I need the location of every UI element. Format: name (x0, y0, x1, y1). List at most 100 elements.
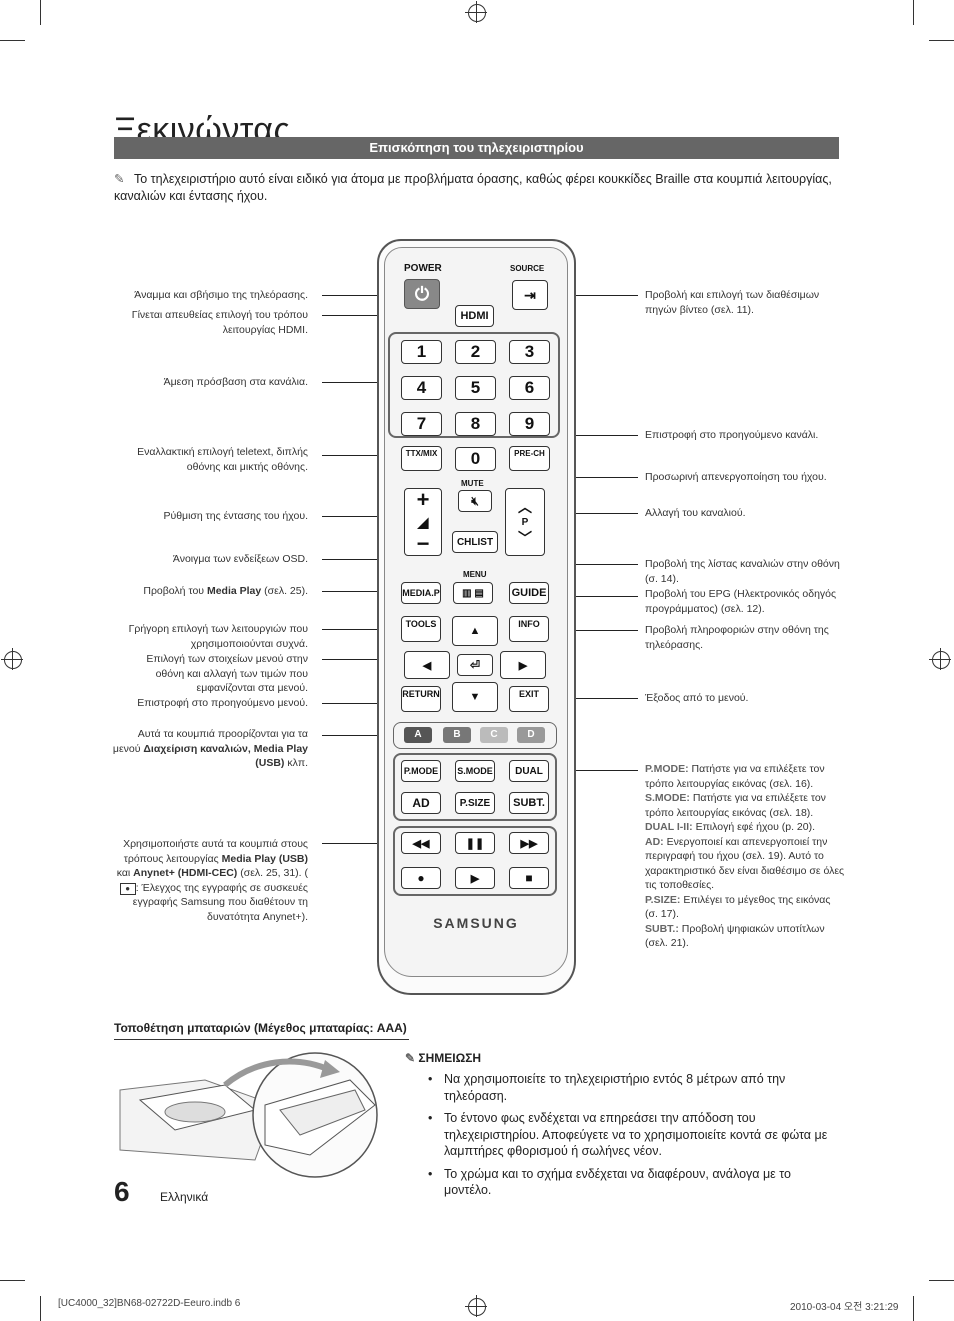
return-button[interactable]: RETURN (401, 686, 441, 712)
ad-button[interactable]: AD (401, 792, 441, 814)
list-item: Το χρώμα και το σχήμα ενδέχεται να διαφέ… (428, 1166, 838, 1199)
tools-button[interactable]: TOOLS (401, 616, 441, 642)
record-button[interactable]: ● (401, 867, 441, 889)
chevron-down-icon: ﹀ (518, 529, 532, 546)
crop-mark (40, 1296, 41, 1321)
leader-line (322, 455, 402, 456)
crop-mark (929, 1280, 954, 1281)
minus-icon: − (416, 531, 430, 556)
plus-icon: + (416, 487, 430, 512)
intro-note-text: Το τηλεχειριστήριο αυτό είναι ειδικό για… (114, 172, 832, 203)
digit-3-button[interactable]: 3 (509, 340, 550, 364)
rewind-icon: ◀◀ (412, 837, 430, 850)
crop-mark (929, 40, 954, 41)
playback-frame (393, 826, 557, 896)
annotation-media-play: Προβολή του Media Play (σελ. 25). (143, 585, 308, 597)
battery-title: Τοποθέτηση μπαταριών (Μέγεθος μπαταρίας:… (114, 1021, 407, 1035)
power-icon: ⏻ (414, 283, 430, 304)
leader-line (546, 513, 638, 514)
power-button[interactable]: ⏻ (404, 279, 440, 309)
crop-mark (913, 1296, 914, 1321)
menu-icon: ▥ ▤ (462, 587, 484, 599)
annotation-navigation: Επιλογή των στοιχείων μενού στην οθόνη κ… (146, 653, 308, 694)
digit-7-button[interactable]: 7 (401, 412, 442, 436)
pencil-icon: ✎ (114, 172, 125, 186)
digit-2-button[interactable]: 2 (455, 340, 496, 364)
pencil-icon: ✎ (405, 1051, 419, 1065)
nav-left-button[interactable]: ◀ (404, 651, 450, 679)
battery-title-underline (114, 1039, 409, 1040)
menu-label: MENU (463, 570, 487, 579)
annotation-power: Άναμμα και σβήσιμο της τηλεόρασης. (134, 289, 308, 301)
power-label: POWER (404, 263, 442, 274)
hdmi-button[interactable]: HDMI (455, 305, 494, 327)
nav-up-button[interactable]: ▲ (452, 616, 498, 646)
leader-line (548, 435, 638, 436)
dual-button[interactable]: DUAL (509, 760, 549, 782)
source-icon: ⇥ (524, 286, 536, 303)
digit-0-button[interactable]: 0 (455, 447, 496, 471)
menu-button[interactable]: ▥ ▤ (453, 582, 493, 604)
digit-4-button[interactable]: 4 (401, 376, 442, 400)
annotation-chlist: Προβολή της λίστας καναλιών στην οθόνη (… (645, 558, 840, 585)
p-size-button[interactable]: P.SIZE (455, 792, 495, 814)
s-mode-button[interactable]: S.MODE (455, 760, 495, 782)
media-p-button[interactable]: MEDIA.P (401, 582, 441, 604)
registration-mark-icon (465, 1295, 487, 1317)
rewind-button[interactable]: ◀◀ (401, 832, 441, 854)
play-icon: ▶ (470, 872, 480, 885)
nav-down-button[interactable]: ▼ (452, 682, 498, 712)
digit-6-button[interactable]: 6 (509, 376, 550, 400)
button-d[interactable]: D (517, 727, 545, 743)
record-dot-icon: ● (417, 871, 425, 885)
button-b[interactable]: B (443, 727, 471, 743)
info-button[interactable]: INFO (509, 616, 549, 642)
leader-line (548, 630, 638, 631)
source-button[interactable]: ⇥ (512, 280, 548, 310)
annotation-modes: P.MODE: Πατήστε για να επιλέξετε τον τρό… (645, 763, 845, 949)
registration-mark-icon (465, 1, 487, 23)
digit-5-button[interactable]: 5 (455, 376, 496, 400)
chlist-button[interactable]: CHLIST (452, 531, 498, 553)
annotation-channels: Άμεση πρόσβαση στα κανάλια. (163, 376, 308, 388)
pause-button[interactable]: ❚❚ (455, 832, 495, 854)
subt-button[interactable]: SUBT. (509, 792, 549, 814)
p-mode-button[interactable]: P.MODE (401, 760, 441, 782)
leader-line (322, 629, 400, 630)
fast-forward-button[interactable]: ▶▶ (509, 832, 549, 854)
crop-mark (0, 1280, 25, 1281)
button-c[interactable]: C (480, 727, 508, 743)
nav-right-button[interactable]: ▶ (500, 651, 546, 679)
annotation-mute: Προσωρινή απενεργοποίηση του ήχου. (645, 471, 827, 483)
crop-mark (40, 0, 41, 25)
number-pad-frame (388, 332, 560, 438)
notes-title: ✎ ΣΗΜΕΙΩΣΗ (405, 1051, 482, 1065)
color-buttons-frame (393, 722, 557, 749)
channel-rocker[interactable]: ︿P﹀ (505, 488, 545, 556)
button-a[interactable]: A (404, 727, 432, 743)
triangle-down-icon: ▼ (469, 691, 481, 703)
mode-buttons-frame (393, 753, 557, 821)
pre-ch-button[interactable]: PRE-CH (509, 446, 550, 471)
leader-line (322, 591, 400, 592)
play-button[interactable]: ▶ (455, 867, 495, 889)
exit-button[interactable]: EXIT (509, 686, 549, 712)
annotation-guide: Προβολή του EPG (Ηλεκτρονικός οδηγός προ… (645, 588, 837, 615)
leader-line (322, 382, 387, 383)
guide-button[interactable]: GUIDE (509, 582, 549, 604)
volume-rocker[interactable]: +◢− (404, 488, 442, 556)
enter-button[interactable]: ⏎ (457, 654, 493, 676)
digit-9-button[interactable]: 9 (509, 412, 550, 436)
digit-8-button[interactable]: 8 (455, 412, 496, 436)
triangle-left-icon: ◀ (422, 659, 432, 672)
annotation-teletext: Εναλλακτική επιλογή teletext, διπλής οθό… (137, 446, 308, 473)
ttx-mix-button[interactable]: TTX/MIX (401, 446, 442, 471)
leader-line (322, 516, 404, 517)
remote-face (384, 247, 568, 977)
stop-button[interactable]: ■ (509, 867, 549, 889)
annotation-tools: Γρήγορη επιλογή των λειτουργιών που χρησ… (128, 623, 308, 650)
leader-line (548, 596, 638, 597)
digit-1-button[interactable]: 1 (401, 340, 442, 364)
mute-button[interactable]: 🔇︎ (458, 490, 492, 512)
list-item: Το έντονο φως ενδέχεται να επηρεάσει την… (428, 1110, 838, 1160)
